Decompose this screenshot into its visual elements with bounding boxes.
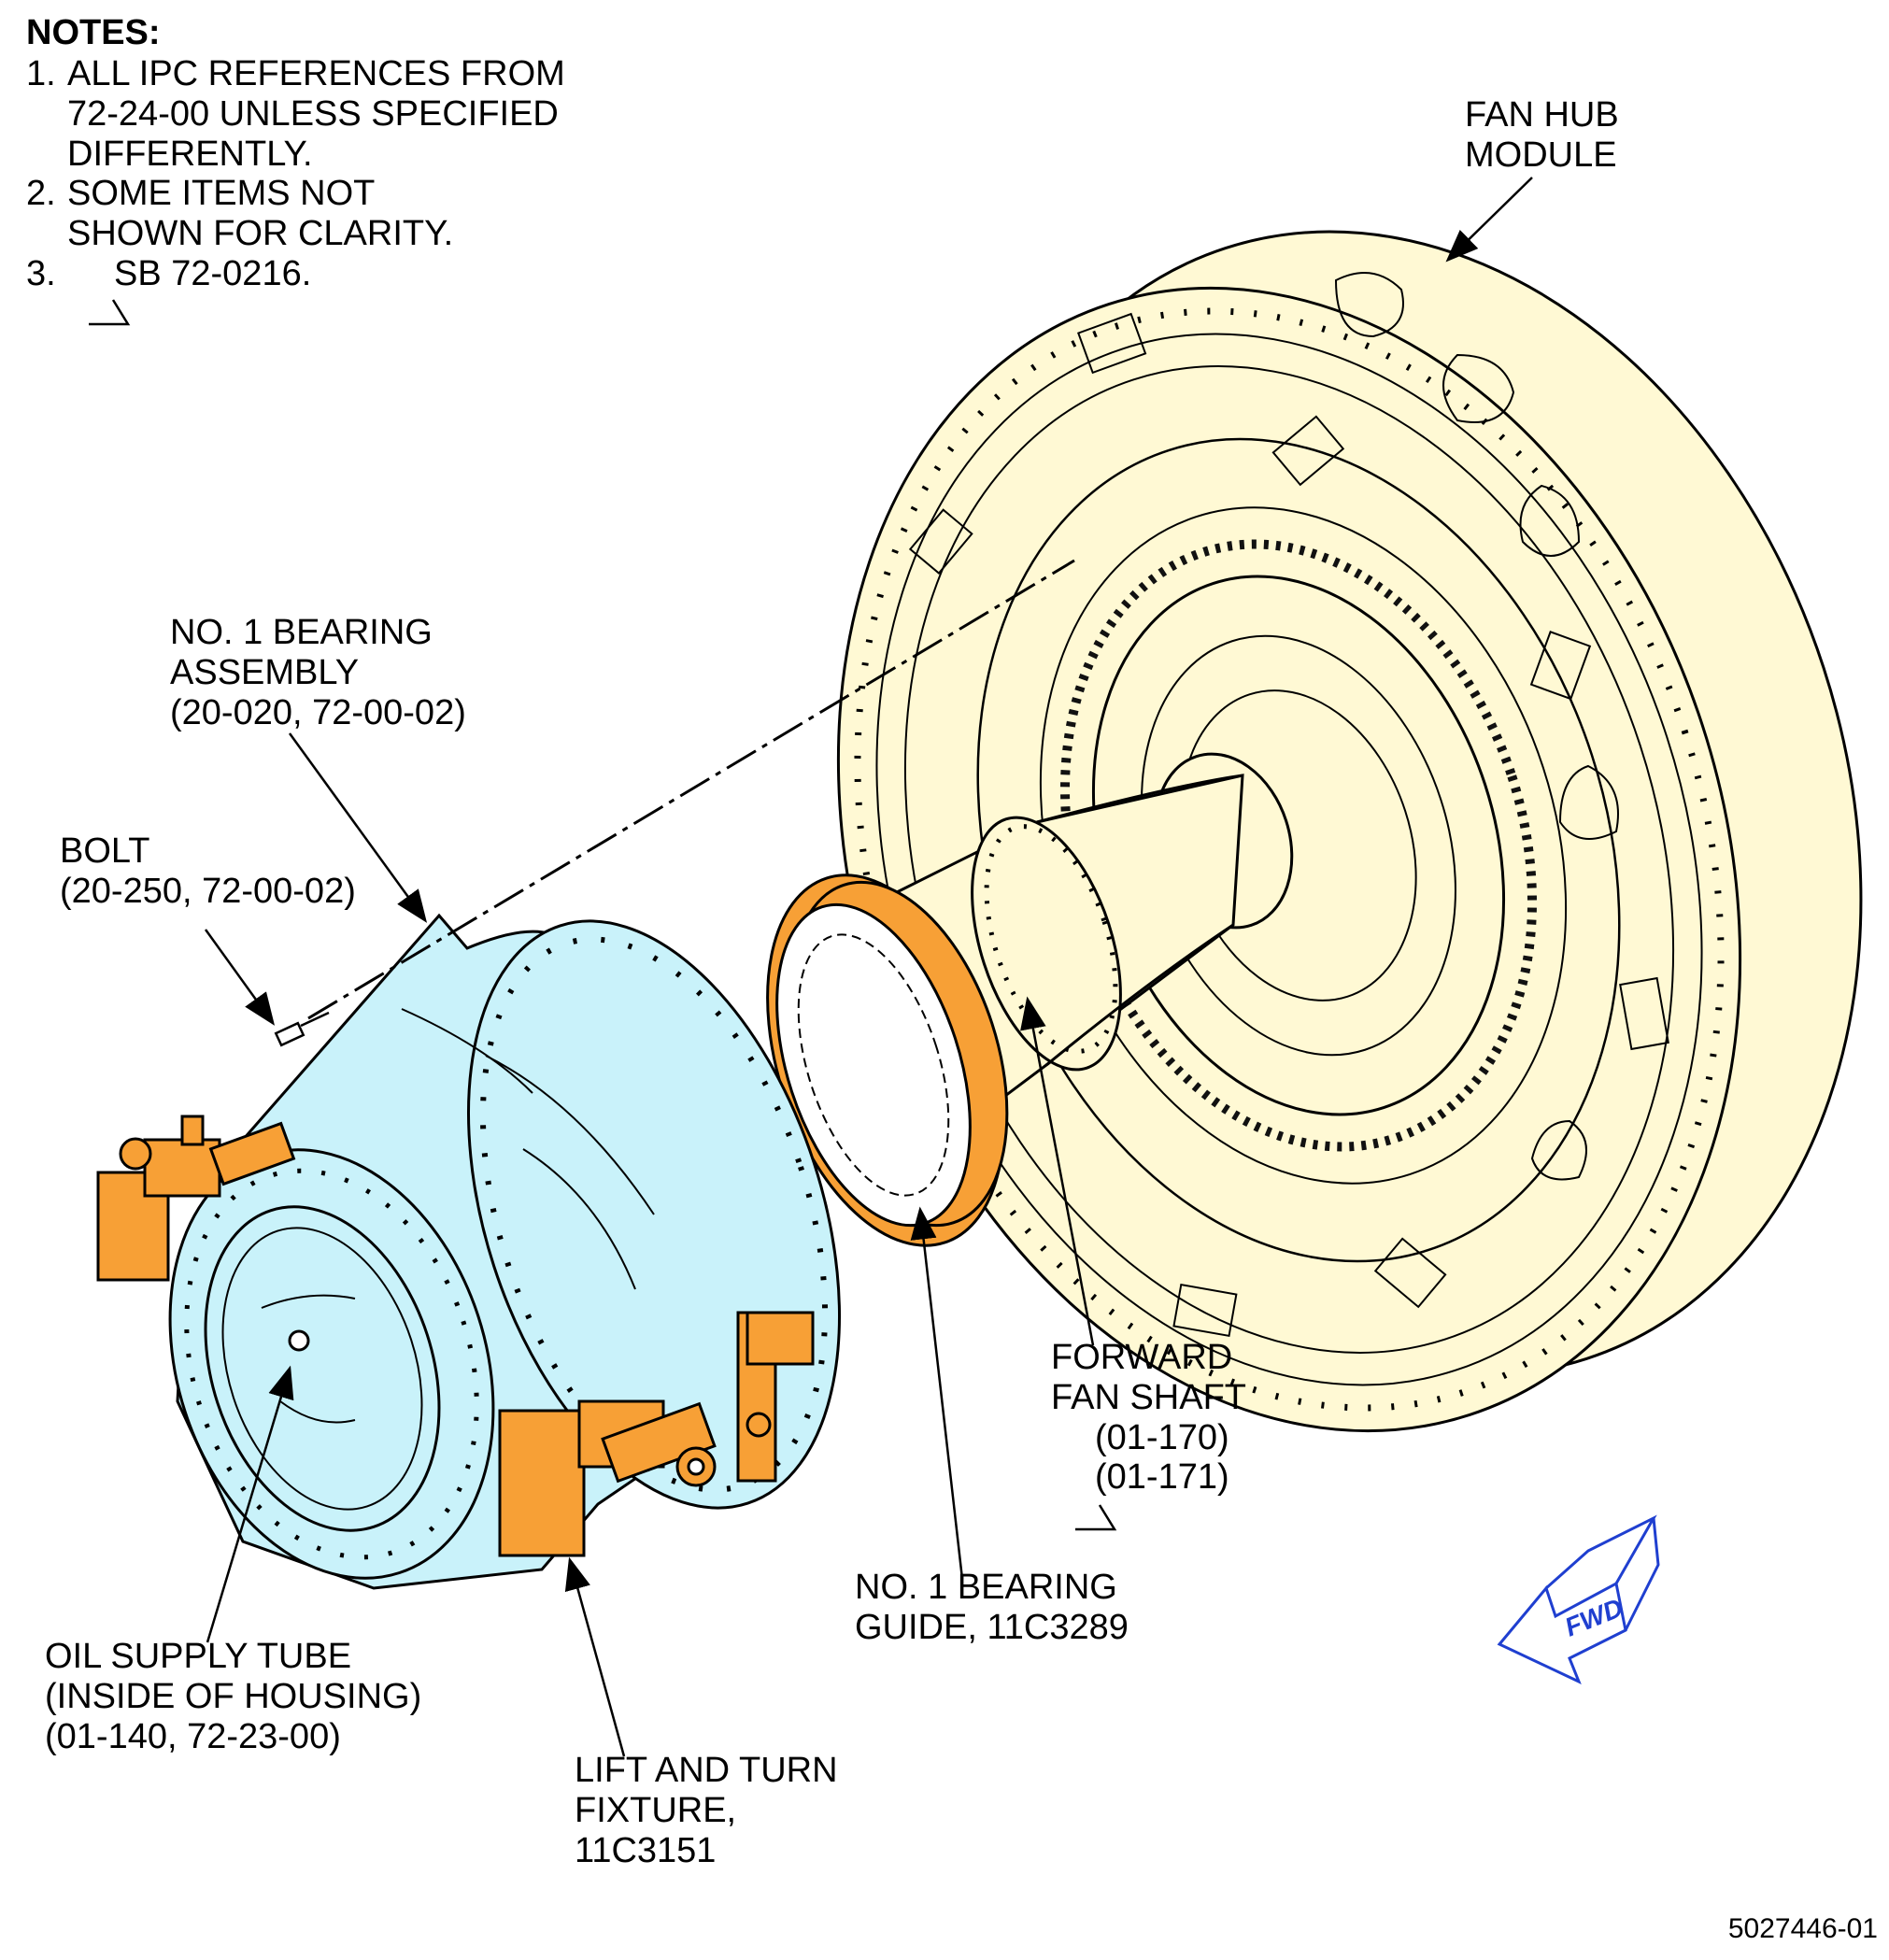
note-2-text: SOME ITEMS NOT SHOWN FOR CLARITY. <box>67 174 454 253</box>
callout-bolt: BOLT (20-250, 72-00-02) <box>60 831 356 911</box>
leader-lines <box>204 177 1533 1757</box>
callout-fan-shaft-ref-170: (01-170) <box>1095 1418 1229 1457</box>
callout-fan-shaft-ref-171: (01-171) <box>1095 1457 1229 1497</box>
callout-forward-fan-shaft: FORWARD FAN SHAFT <box>1051 1338 1247 1417</box>
callout-fan-shaft-sb-flag-icon <box>1054 1459 1118 1542</box>
notes-title: NOTES: <box>26 13 161 52</box>
callout-bearing-guide: NO. 1 BEARING GUIDE, 11C3289 <box>855 1568 1129 1647</box>
note-3-text: SB 72-0216. <box>114 254 312 293</box>
bolt <box>274 1011 330 1047</box>
assembly-centerline <box>307 559 1075 1020</box>
fwd-direction-arrow <box>1497 1514 1660 1684</box>
callout-oil-supply-tube: OIL SUPPLY TUBE (INSIDE OF HOUSING) (01-… <box>45 1637 422 1756</box>
lift-and-turn-fixture <box>96 1115 815 1557</box>
fan-hub-module <box>836 230 1863 1433</box>
callout-bearing-assembly: NO. 1 BEARING ASSEMBLY (20-020, 72-00-02… <box>170 613 466 732</box>
bearing-guide <box>766 873 1009 1247</box>
drawing-number: 5027446-01 <box>1727 1913 1878 1944</box>
note-2-number: 2. <box>26 174 56 213</box>
note-1-number: 1. <box>26 54 56 93</box>
callout-lift-turn-fixture: LIFT AND TURN FIXTURE, 11C3151 <box>575 1751 838 1870</box>
callout-fan-hub-module: FAN HUB MODULE <box>1465 95 1619 175</box>
note-1-text: ALL IPC REFERENCES FROM 72-24-00 UNLESS … <box>67 54 565 174</box>
note-3-number: 3. <box>26 254 56 293</box>
note-3-flag-icon <box>67 254 132 337</box>
